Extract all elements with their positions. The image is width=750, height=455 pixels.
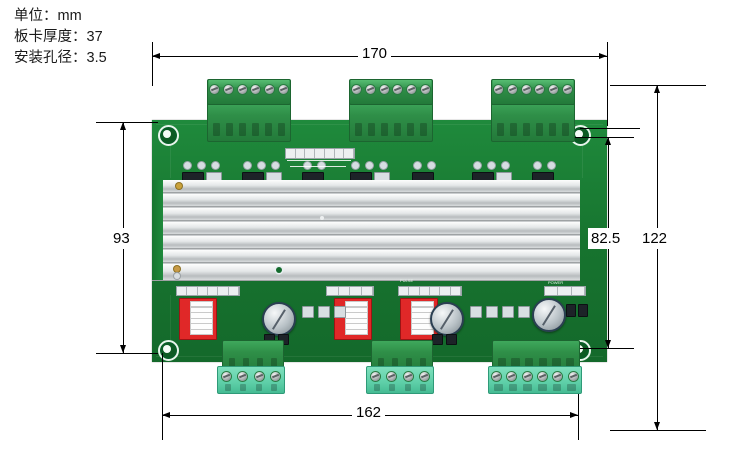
solder-pad <box>272 162 279 169</box>
aluminum-heatsink <box>152 180 580 281</box>
pcb-trace <box>582 138 583 178</box>
solder-pad <box>428 162 435 169</box>
note-unit: 单位：mm <box>14 8 82 24</box>
heatsink-mark <box>320 216 324 220</box>
solder-pad <box>548 162 555 169</box>
solder-pad <box>184 162 191 169</box>
ext-line-right-inner-top <box>572 137 634 138</box>
pin-header-strip <box>176 286 240 296</box>
dim-line-right-outer <box>657 85 658 430</box>
heatsink-screw <box>174 273 180 279</box>
dim-label-left-height: 93 <box>110 228 133 249</box>
solder-pad <box>304 162 311 169</box>
dim-arrow-up <box>604 137 611 145</box>
solder-pad <box>488 162 495 169</box>
solder-pad <box>352 162 359 169</box>
resistor <box>502 306 514 318</box>
silkscreen-text: PULSE <box>400 278 414 283</box>
capacitor <box>446 334 457 345</box>
pin-header-strip <box>285 148 355 159</box>
dim-arrow-left <box>162 411 170 418</box>
solder-pad <box>318 162 325 169</box>
potentiometer-3[interactable] <box>532 298 566 332</box>
pcb-board: PULSE POWER <box>152 120 607 362</box>
solder-pad <box>212 162 219 169</box>
silkscreen-line <box>287 160 351 161</box>
ext-line-left-bottom <box>96 353 158 354</box>
pin-header-strip <box>326 286 374 296</box>
dim-label-right-inner-height: 82.5 <box>588 228 624 249</box>
terminal-block-bottom-1-screws[interactable] <box>217 366 285 394</box>
solder-pad <box>244 162 251 169</box>
silkscreen-text: POWER <box>548 280 564 285</box>
capacitor <box>432 334 443 345</box>
solder-pad <box>474 162 481 169</box>
leader-line-top-right-hole <box>580 128 640 129</box>
solder-pad <box>366 162 373 169</box>
terminal-block-bottom-2-screws[interactable] <box>366 366 434 394</box>
resistor <box>518 306 530 318</box>
note-hole-diameter: 安装孔径：3.5 <box>14 50 107 66</box>
dim-arrow-down <box>604 340 611 348</box>
ext-line-right-outer-bottom <box>610 430 706 431</box>
solder-pad <box>414 162 421 169</box>
solder-pad <box>198 162 205 169</box>
solder-pad <box>258 162 265 169</box>
terminal-block-top-1-body[interactable] <box>207 100 291 142</box>
ext-line-bottom-right <box>578 355 579 440</box>
notes-block: 单位：mm 板卡厚度：37 安装孔径：3.5 <box>14 6 107 69</box>
dim-arrow-down <box>119 345 126 353</box>
terminal-block-top-2-screws[interactable] <box>349 79 433 105</box>
solder-pad <box>502 162 509 169</box>
capacitor <box>566 304 576 317</box>
heatsink-screw <box>276 267 282 273</box>
capacitor <box>578 304 588 317</box>
resistor <box>318 306 330 318</box>
pin-header-strip <box>398 286 462 296</box>
resistor <box>334 306 346 318</box>
dim-arrow-up <box>119 122 126 130</box>
potentiometer-2[interactable] <box>430 302 464 336</box>
leader-line-bottom-left-hole <box>162 353 163 415</box>
terminal-block-top-2-body[interactable] <box>349 100 433 142</box>
dim-label-bottom-width: 162 <box>352 404 386 421</box>
dim-label-top-width: 170 <box>358 45 392 62</box>
leader-line-bottom-right-hole <box>580 348 608 349</box>
dip-switch-3[interactable] <box>400 298 438 340</box>
resistor <box>302 306 314 318</box>
note-thickness: 板卡厚度：37 <box>14 29 103 45</box>
dim-arrow-up <box>653 85 660 93</box>
dim-label-right-outer-height: 122 <box>639 228 671 249</box>
ext-line-top-left <box>152 42 153 86</box>
dim-arrow-down <box>653 422 660 430</box>
terminal-block-top-3-body[interactable] <box>491 100 575 142</box>
potentiometer-1[interactable] <box>262 302 296 336</box>
dip-switch-2[interactable] <box>334 298 372 340</box>
dim-arrow-left <box>152 52 160 59</box>
heatsink-screw <box>174 266 180 272</box>
silkscreen-arrow <box>290 166 346 167</box>
terminal-block-top-1-screws[interactable] <box>207 79 291 105</box>
pin-header-strip <box>544 286 586 296</box>
solder-pad <box>534 162 541 169</box>
heatsink-screw <box>176 183 182 189</box>
pcb-trace <box>170 138 171 178</box>
pcb-trace <box>170 295 171 345</box>
mounting-hole-top-left <box>158 125 179 146</box>
terminal-block-bottom-3-screws[interactable] <box>488 366 582 394</box>
ext-line-left-top <box>96 122 158 123</box>
dim-arrow-right <box>570 411 578 418</box>
dim-arrow-right <box>599 52 607 59</box>
terminal-block-top-3-screws[interactable] <box>491 79 575 105</box>
resistor <box>486 306 498 318</box>
solder-pad <box>380 162 387 169</box>
dip-switch-1[interactable] <box>179 298 217 340</box>
resistor <box>470 306 482 318</box>
ext-line-top-right <box>607 42 608 126</box>
mounting-hole-bottom-left <box>158 340 179 361</box>
